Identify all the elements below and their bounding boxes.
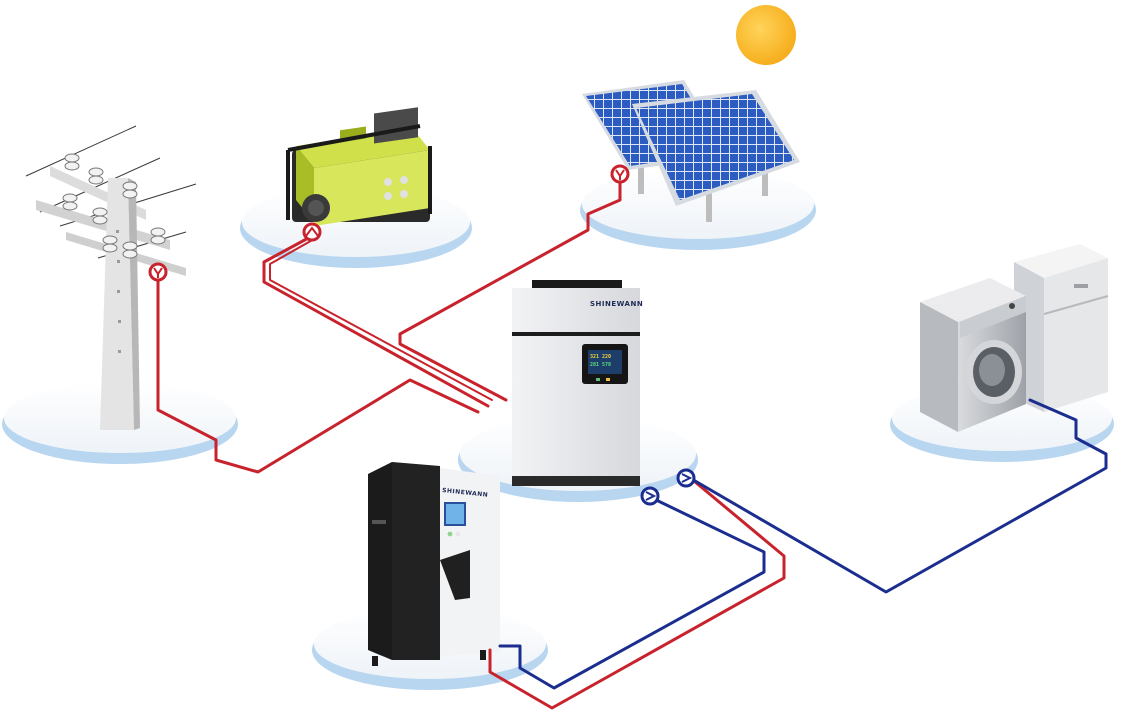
connector-battery-out bbox=[640, 486, 660, 506]
generator-icon bbox=[286, 107, 432, 226]
sun-icon bbox=[736, 5, 796, 65]
connector-load-out bbox=[676, 468, 696, 488]
generator-to-inverter-wire bbox=[262, 234, 490, 408]
svg-text:321 220: 321 220 bbox=[590, 354, 611, 360]
utility-pole-icon bbox=[25, 125, 197, 430]
washing-machine-icon bbox=[920, 278, 1026, 432]
solar-to-inverter-wire bbox=[398, 178, 622, 402]
inverter-to-load-wire bbox=[688, 398, 1108, 594]
connector-solar bbox=[610, 164, 630, 184]
svg-text:281 578: 281 578 bbox=[590, 362, 611, 368]
refrigerator-icon bbox=[1014, 244, 1109, 412]
inverter-icon: 321 220 281 578 bbox=[512, 280, 640, 486]
battery-positive-wire bbox=[488, 474, 786, 710]
solar-panel-icon bbox=[582, 80, 800, 222]
battery-brand-label: SHINEWANN bbox=[442, 487, 489, 499]
connector-generator bbox=[302, 222, 322, 242]
connector-grid bbox=[148, 262, 168, 282]
grid-to-inverter-wire bbox=[156, 274, 480, 474]
battery-icon bbox=[368, 462, 500, 666]
battery-negative-wire bbox=[498, 496, 766, 690]
inverter-brand-label: SHINEWANN bbox=[590, 300, 643, 308]
generator-to-inverter-wire-2 bbox=[269, 237, 493, 401]
